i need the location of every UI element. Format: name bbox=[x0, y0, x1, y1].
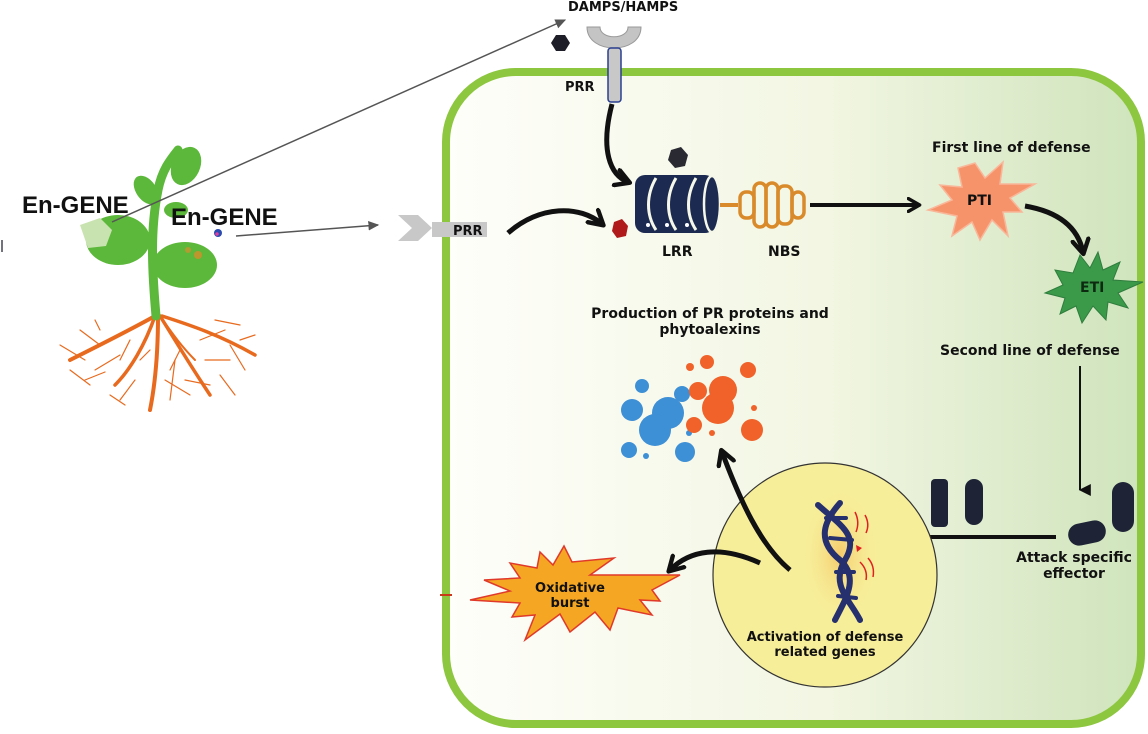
prr-left-stalk bbox=[432, 222, 487, 237]
prr-left-receptor-icon bbox=[398, 215, 432, 241]
attack-effector-label: Attack specific effector bbox=[1000, 550, 1148, 582]
attack-effector-line2: effector bbox=[1043, 566, 1105, 582]
prr-left-label: PRR bbox=[453, 224, 483, 239]
nbs-domain-icon bbox=[738, 181, 806, 229]
pr-proteins-bubbles bbox=[621, 379, 695, 462]
leaf bbox=[153, 242, 217, 288]
leaf bbox=[133, 175, 159, 205]
eti-label: ETI bbox=[1080, 280, 1105, 296]
effector-molecule-icon bbox=[668, 147, 688, 168]
second-line-label: Second line of defense bbox=[940, 343, 1120, 359]
dna-signal-lines bbox=[854, 511, 875, 581]
en-gene-label-2: En-GENE bbox=[171, 204, 278, 231]
prr-top-receptor-icon bbox=[586, 26, 642, 49]
arrow-prr-left-to-lrr bbox=[506, 211, 602, 235]
damp-molecule-icon bbox=[551, 35, 570, 51]
activation-label-line1: Activation of defense bbox=[746, 630, 904, 645]
dna-glow bbox=[800, 485, 880, 625]
arrow-plant-to-damps bbox=[111, 19, 567, 223]
plant-roots bbox=[59, 314, 257, 412]
production-label-line2: phytoalexins bbox=[659, 322, 761, 338]
leaf bbox=[170, 146, 202, 186]
effector-capsules-icon bbox=[931, 479, 1134, 546]
pti-label: PTI bbox=[967, 193, 993, 209]
damps-hamps-label: DAMPS/HAMPS bbox=[568, 0, 679, 15]
arrow-prr-top-to-lrr bbox=[604, 103, 628, 182]
arrow-pti-to-eti bbox=[1024, 203, 1083, 252]
nbs-label: NBS bbox=[768, 244, 801, 260]
lrr-domain-icon bbox=[635, 174, 722, 234]
oxidative-burst-label: Oxidative burst bbox=[510, 581, 630, 611]
production-label-line1: Production of PR proteins and bbox=[591, 306, 829, 322]
pathogen-molecule-icon bbox=[612, 219, 628, 238]
oxidative-burst-line1: Oxidative bbox=[535, 581, 605, 596]
phytoalexins-bubbles bbox=[686, 355, 763, 441]
arrow-genes-to-oxidative-burst bbox=[670, 549, 762, 570]
infection-spot bbox=[194, 251, 202, 259]
infection-spot bbox=[185, 247, 191, 253]
oxidative-burst-icon bbox=[469, 544, 681, 643]
leaf bbox=[164, 202, 188, 218]
oxidative-burst-line2: burst bbox=[550, 596, 590, 611]
arrow-genes-to-production bbox=[722, 452, 792, 572]
leaf-infected-patch bbox=[80, 218, 112, 248]
eti-burst-icon bbox=[1043, 250, 1144, 325]
arrow-plant-to-prr bbox=[235, 220, 380, 237]
prr-top-stalk bbox=[607, 47, 622, 103]
plant-illustration bbox=[59, 145, 257, 412]
lrr-label: LRR bbox=[662, 244, 693, 260]
first-line-label: First line of defense bbox=[932, 140, 1091, 156]
endophyte-marker-core bbox=[215, 232, 219, 236]
prr-top-label: PRR bbox=[565, 80, 595, 95]
pti-burst-icon bbox=[925, 160, 1038, 242]
activation-label-line2: related genes bbox=[774, 645, 876, 660]
attack-effector-line1: Attack specific bbox=[1016, 550, 1132, 566]
dna-helix-icon bbox=[815, 500, 863, 623]
dna-damage-mark bbox=[856, 545, 862, 552]
en-gene-label-1: En-GENE bbox=[22, 192, 129, 219]
activation-label: Activation of defense related genes bbox=[740, 630, 910, 660]
production-label: Production of PR proteins and phytoalexi… bbox=[560, 306, 860, 338]
